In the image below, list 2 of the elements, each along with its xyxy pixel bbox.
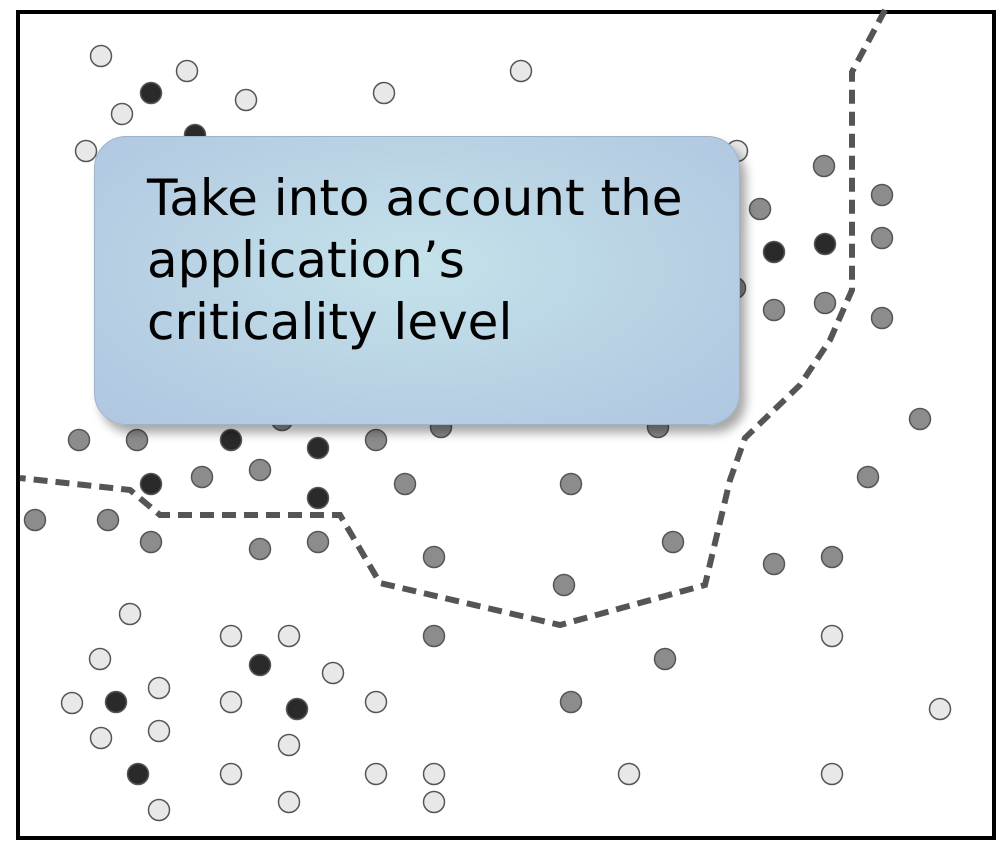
callout-box [94,136,740,425]
callout-text: Take into account the application’s criticality level [147,168,684,353]
